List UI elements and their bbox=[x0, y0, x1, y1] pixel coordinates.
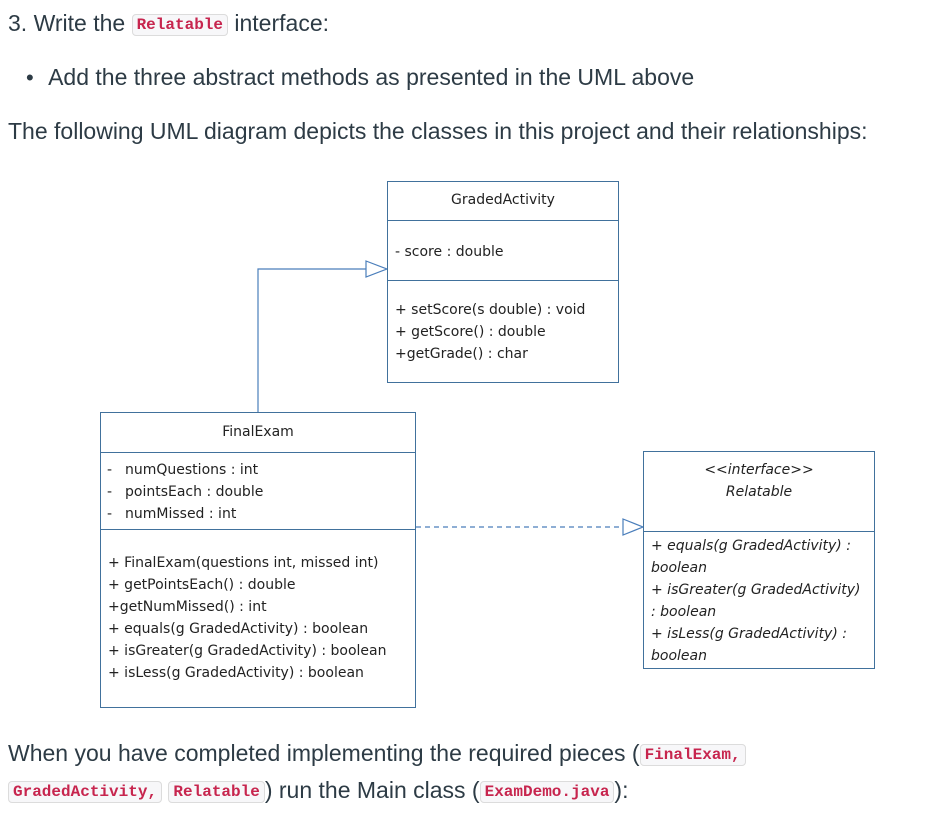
bullet-item: • Add the three abstract methods as pres… bbox=[26, 62, 694, 93]
relatable-method: boolean bbox=[651, 648, 707, 664]
code-finalexam: FinalExam, bbox=[639, 744, 746, 766]
finalexam-method: + isLess(g GradedActivity) : boolean bbox=[108, 665, 364, 681]
uml-interface-relatable: <<interface>> Relatable + equals(g Grade… bbox=[643, 451, 875, 669]
uml-class-gradedactivity: GradedActivity - score : double + setSco… bbox=[387, 181, 619, 383]
footer-middle: ) run the Main class ( bbox=[264, 777, 480, 803]
finalexam-method: + getPointsEach() : double bbox=[108, 577, 296, 593]
code-relatable-footer: Relatable bbox=[168, 781, 265, 803]
finalexam-method: + equals(g GradedActivity) : boolean bbox=[108, 621, 369, 637]
bullet-text: Add the three abstract methods as presen… bbox=[48, 64, 695, 90]
code-examdemo: ExamDemo.java bbox=[479, 781, 615, 803]
footer-suffix: ): bbox=[614, 777, 629, 803]
relatable-method: boolean bbox=[651, 560, 707, 576]
code-gradedactivity: GradedActivity, bbox=[8, 781, 163, 803]
gradedactivity-method: +getGrade() : char bbox=[395, 346, 528, 362]
bullet-marker: • bbox=[26, 65, 34, 90]
footer-line-2: GradedActivity, Relatable) run the Main … bbox=[8, 775, 628, 807]
gradedactivity-attribute: - score : double bbox=[395, 244, 504, 260]
gradedactivity-method: + setScore(s double) : void bbox=[395, 302, 586, 318]
finalexam-method: +getNumMissed() : int bbox=[108, 599, 267, 615]
finalexam-attribute: -numMissed : int bbox=[107, 506, 237, 522]
finalexam-method: + FinalExam(questions int, missed int) bbox=[108, 555, 379, 571]
step-prefix: 3. Write the bbox=[8, 10, 126, 36]
relatable-title: Relatable bbox=[725, 484, 793, 500]
step-heading: 3. Write the Relatable interface: bbox=[8, 8, 329, 40]
relatable-method: + equals(g GradedActivity) : bbox=[651, 538, 851, 554]
inheritance-line bbox=[257, 268, 366, 412]
inheritance-arrowhead bbox=[365, 260, 389, 278]
gradedactivity-title: GradedActivity bbox=[451, 192, 555, 208]
relatable-method: : boolean bbox=[651, 604, 717, 620]
realization-arrowhead bbox=[622, 518, 645, 536]
gradedactivity-method: + getScore() : double bbox=[395, 324, 546, 340]
relatable-method: + isLess(g GradedActivity) : bbox=[651, 626, 847, 642]
relatable-method: + isGreater(g GradedActivity) bbox=[651, 582, 861, 598]
finalexam-method: + isGreater(g GradedActivity) : boolean bbox=[108, 643, 387, 659]
finalexam-attribute: -numQuestions : int bbox=[107, 462, 259, 478]
code-relatable: Relatable bbox=[131, 14, 228, 36]
finalexam-title: FinalExam bbox=[222, 424, 294, 440]
finalexam-attribute: -pointsEach : double bbox=[107, 484, 264, 500]
step-suffix: interface: bbox=[234, 10, 329, 36]
uml-description: The following UML diagram depicts the cl… bbox=[8, 118, 868, 144]
footer-line-1: When you have completed implementing the… bbox=[8, 738, 746, 770]
relatable-stereotype: <<interface>> bbox=[704, 462, 814, 478]
footer-prefix: When you have completed implementing the… bbox=[8, 740, 640, 766]
uml-class-finalexam: FinalExam -numQuestions : int -pointsEac… bbox=[100, 412, 416, 708]
